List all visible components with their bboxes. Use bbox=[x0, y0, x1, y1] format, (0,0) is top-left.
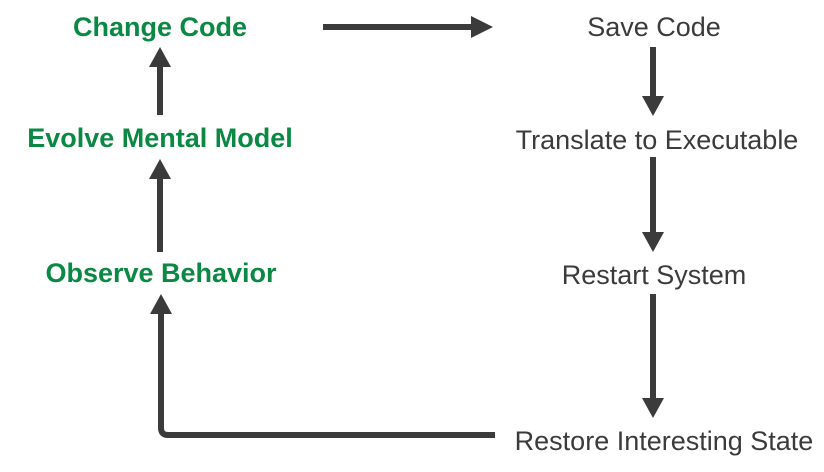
node-restart-system: Restart System bbox=[561, 260, 747, 290]
node-restore-interesting-state: Restore Interesting State bbox=[514, 426, 814, 456]
arrow-restart-to-restore-state bbox=[642, 294, 664, 418]
arrow-save-code-to-translate bbox=[642, 47, 664, 116]
node-save-code: Save Code bbox=[587, 12, 721, 42]
node-change-code: Change Code bbox=[72, 12, 248, 42]
arrow-observe-to-evolve-model bbox=[149, 159, 171, 252]
arrow-change-code-to-save-code bbox=[323, 16, 493, 38]
arrow-restore-state-to-observe-behavior bbox=[150, 294, 495, 438]
node-translate-to-executable: Translate to Executable bbox=[515, 125, 799, 155]
arrow-evolve-model-to-change-code bbox=[149, 47, 171, 115]
arrow-translate-to-restart-system bbox=[642, 157, 664, 252]
node-observe-behavior: Observe Behavior bbox=[45, 258, 277, 288]
node-evolve-mental-model: Evolve Mental Model bbox=[27, 123, 293, 153]
